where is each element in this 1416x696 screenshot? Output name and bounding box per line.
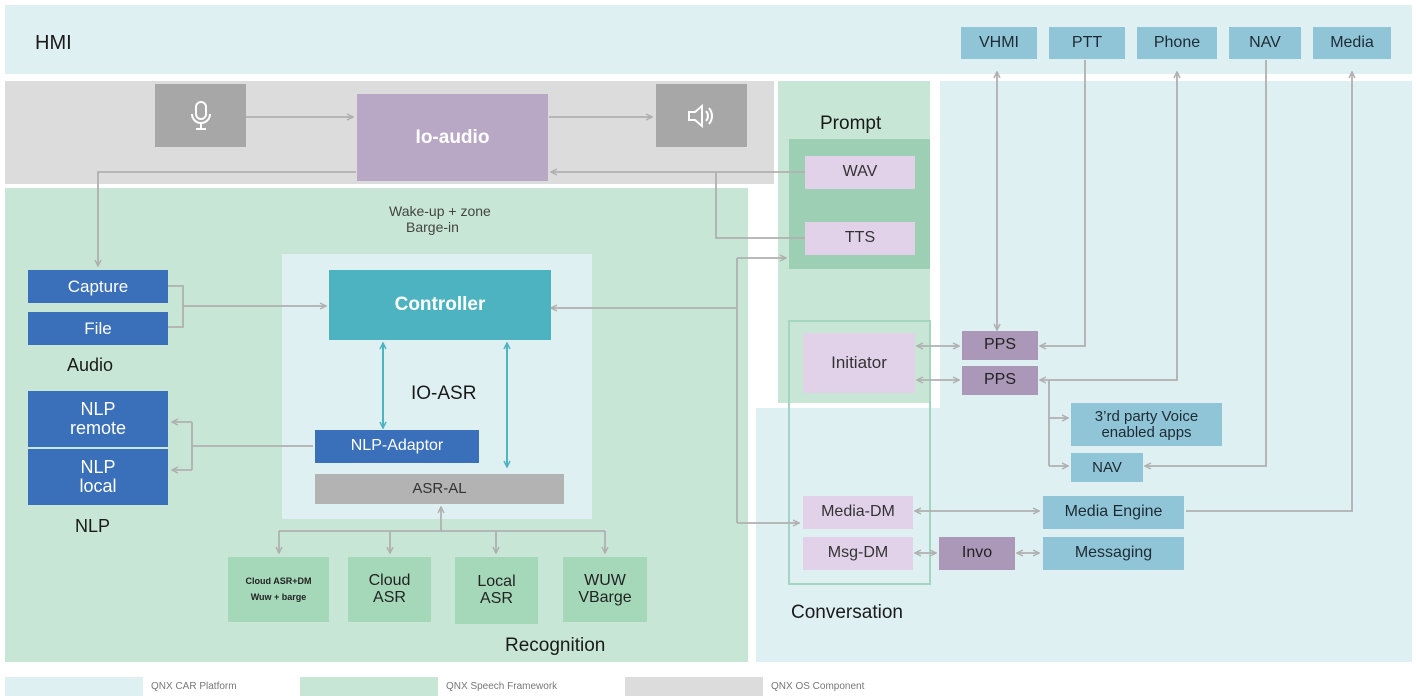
cloud-asr-dm-line2: Wuw + barge xyxy=(250,591,307,602)
audio-label: Audio xyxy=(67,355,114,375)
nlp-local-line2: local xyxy=(79,476,117,496)
nlp-local-box: NLP local xyxy=(28,449,168,505)
capture-box: Capture xyxy=(28,270,168,303)
media-button[interactable]: Media xyxy=(1313,27,1391,59)
invo-box: Invo xyxy=(939,537,1015,570)
msg-dm-box: Msg-DM xyxy=(803,537,913,570)
legend-label-os-component: QNX OS Component xyxy=(771,681,865,692)
third-party-line1: 3’rd party Voice xyxy=(1094,407,1199,425)
ptt-button[interactable]: PTT xyxy=(1049,27,1125,59)
hmi-title: HMI xyxy=(35,32,72,54)
pps-box-1: PPS xyxy=(962,331,1038,360)
legend-label-speech-framework: QNX Speech Framework xyxy=(446,681,558,692)
asr-al-box: ASR-AL xyxy=(315,474,564,504)
prompt-title: Prompt xyxy=(820,113,882,134)
local-asr-box: Local ASR xyxy=(455,557,538,624)
media-dm-box: Media-DM xyxy=(803,496,913,529)
cloud-asr-box: Cloud ASR xyxy=(348,557,431,622)
nlp-label: NLP xyxy=(75,516,111,536)
wuw-box: WUW VBarge xyxy=(563,557,647,622)
cloud-asr-dm-box: Cloud ASR+DM Wuw + barge xyxy=(228,557,329,622)
third-party-apps-box: 3’rd party Voice enabled apps xyxy=(1071,403,1222,446)
wakeup-line2: Barge-in xyxy=(406,219,459,235)
local-asr-line2: ASR xyxy=(480,589,513,607)
conversation-outline xyxy=(788,320,931,585)
wuw-line1: WUW xyxy=(584,571,626,589)
messaging-box: Messaging xyxy=(1043,537,1184,570)
nav-button[interactable]: NAV xyxy=(1229,27,1301,59)
vhmi-button[interactable]: VHMI xyxy=(961,27,1037,59)
pps-box-2: PPS xyxy=(962,366,1038,395)
legend-swatch-car-platform xyxy=(5,677,143,696)
local-asr-line1: Local xyxy=(477,572,516,590)
wuw-line2: VBarge xyxy=(578,588,632,606)
nlp-remote-line2: remote xyxy=(69,418,127,438)
wakeup-line1: Wake-up + zone xyxy=(389,203,491,219)
car-platform-region-bottom xyxy=(756,408,946,662)
third-party-line2: enabled apps xyxy=(1101,423,1192,441)
cloud-asr-line1: Cloud xyxy=(368,571,411,589)
initiator-box: Initiator xyxy=(803,333,915,393)
phone-button[interactable]: Phone xyxy=(1137,27,1217,59)
cloud-asr-line2: ASR xyxy=(373,588,406,606)
tts-box: TTS xyxy=(805,222,915,255)
io-audio-box: Io-audio xyxy=(357,94,548,181)
nlp-adaptor-box: NLP-Adaptor xyxy=(315,430,479,463)
nlp-local-line1: NLP xyxy=(80,457,116,478)
controller-box: Controller xyxy=(329,270,551,340)
microphone-icon xyxy=(155,84,246,147)
file-box: File xyxy=(28,312,168,345)
nlp-remote-line1: NLP xyxy=(80,399,116,420)
legend-swatch-speech-framework xyxy=(300,677,438,696)
cloud-asr-dm-line1: Cloud ASR+DM xyxy=(245,576,312,587)
legend-swatch-os-component xyxy=(625,677,763,696)
recognition-label: Recognition xyxy=(505,635,606,656)
speaker-icon xyxy=(656,84,747,147)
legend-label-car-platform: QNX CAR Platform xyxy=(151,681,237,692)
nav-box: NAV xyxy=(1071,453,1143,482)
wav-box: WAV xyxy=(805,156,915,189)
conversation-label: Conversation xyxy=(791,602,903,623)
io-asr-label: IO-ASR xyxy=(411,383,477,404)
nlp-remote-box: NLP remote xyxy=(28,391,168,447)
media-engine-box: Media Engine xyxy=(1043,496,1184,529)
